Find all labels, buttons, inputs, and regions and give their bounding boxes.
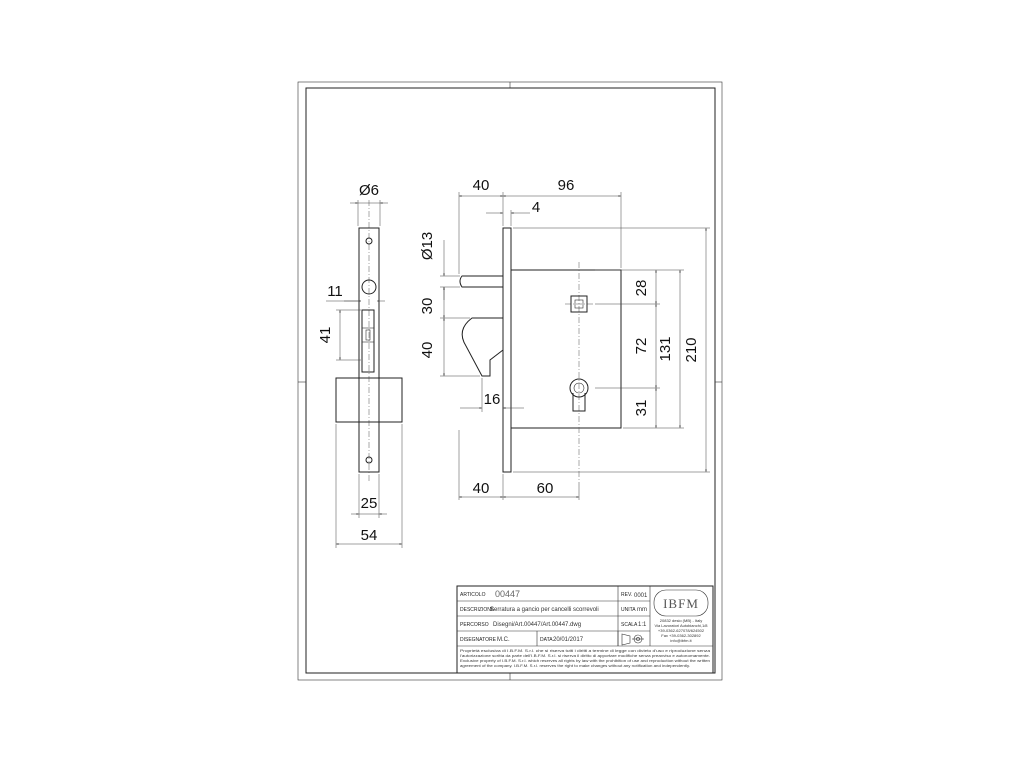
label-data: DATA xyxy=(540,637,553,643)
dim-front-dia13: Ø13 xyxy=(419,232,436,260)
dim-side-25: 25 xyxy=(361,495,378,512)
value-scala: 1:1 xyxy=(638,622,647,628)
front-view xyxy=(459,227,622,480)
dim-front-28: 28 xyxy=(633,280,650,297)
label-articolo: ARTICOLO xyxy=(460,592,486,598)
dim-front-top-40: 40 xyxy=(473,177,490,194)
dim-front-72: 72 xyxy=(633,338,650,355)
dim-front-bottom-40: 40 xyxy=(473,480,490,497)
dim-front-60: 60 xyxy=(537,480,554,497)
dim-side-54: 54 xyxy=(361,527,378,544)
dim-front-left-40: 40 xyxy=(419,342,436,359)
value-percorso: Disegni/Art.00447/Art.00447.dwg xyxy=(493,622,581,628)
label-disegnatore: DISEGNATORE xyxy=(460,637,497,643)
label-descrizione: DESCRIZIONE xyxy=(460,607,495,613)
dim-side-41: 41 xyxy=(317,327,334,344)
side-view xyxy=(335,200,403,482)
notice-line-1: Proprietà esclusiva di I.B.F.M. S.r.l. c… xyxy=(460,648,711,653)
dim-front-30: 30 xyxy=(419,298,436,315)
value-descrizione: Serratura a gancio per cancelli scorrevo… xyxy=(490,607,599,613)
address-line-4: Fax +39-0362-302892 xyxy=(661,633,701,638)
dim-front-131: 131 xyxy=(657,336,674,361)
dim-front-31: 31 xyxy=(633,400,650,417)
title-block: ARTICOLO 00447 REV. 0001 DESCRIZIONE Ser… xyxy=(456,585,714,674)
dim-side-11: 11 xyxy=(327,283,343,300)
address-line-3: +39-0362-627078/624502 xyxy=(658,628,705,633)
logo-text: IBFM xyxy=(663,596,699,611)
address-line-5: info@ibfm.it xyxy=(670,638,692,643)
side-view-dimensions: Ø6 11 41 25 54 xyxy=(317,182,403,548)
dim-side-hole-diameter: Ø6 xyxy=(359,182,379,199)
dim-front-16: 16 xyxy=(484,391,501,408)
company-logo: IBFM xyxy=(653,589,709,617)
dim-front-4: 4 xyxy=(532,199,540,216)
value-unita: mm xyxy=(637,607,647,613)
notice-line-4: agreement of the company. I.B.F.M. S.r.l… xyxy=(460,663,690,668)
value-disegnatore: M.C. xyxy=(497,637,510,643)
label-unita: UNITA xyxy=(621,607,636,613)
label-percorso: PERCORSO xyxy=(460,622,489,628)
notice-line-3: Exclusive property of I.B.F.M. S.r.l. wh… xyxy=(460,658,710,663)
value-rev: 0001 xyxy=(634,593,648,599)
dim-front-96: 96 xyxy=(558,177,575,194)
value-articolo: 00447 xyxy=(495,589,520,599)
label-rev: REV. xyxy=(621,592,632,598)
address-line-1: 20832 desio (MB) - Italy xyxy=(660,618,702,623)
front-view-dimensions: 40 96 4 Ø13 30 40 16 40 60 xyxy=(419,177,710,500)
projection-symbol-icon xyxy=(621,633,644,646)
address-line-2: Via Lavoratori Autobianchi,1/8 xyxy=(654,623,708,628)
dim-front-210: 210 xyxy=(683,337,700,362)
value-data: 20/01/2017 xyxy=(553,637,584,643)
notice-line-2: l'autorizzazione scritta da parte dell'I… xyxy=(460,653,710,658)
label-scala: SCALA xyxy=(621,622,638,628)
